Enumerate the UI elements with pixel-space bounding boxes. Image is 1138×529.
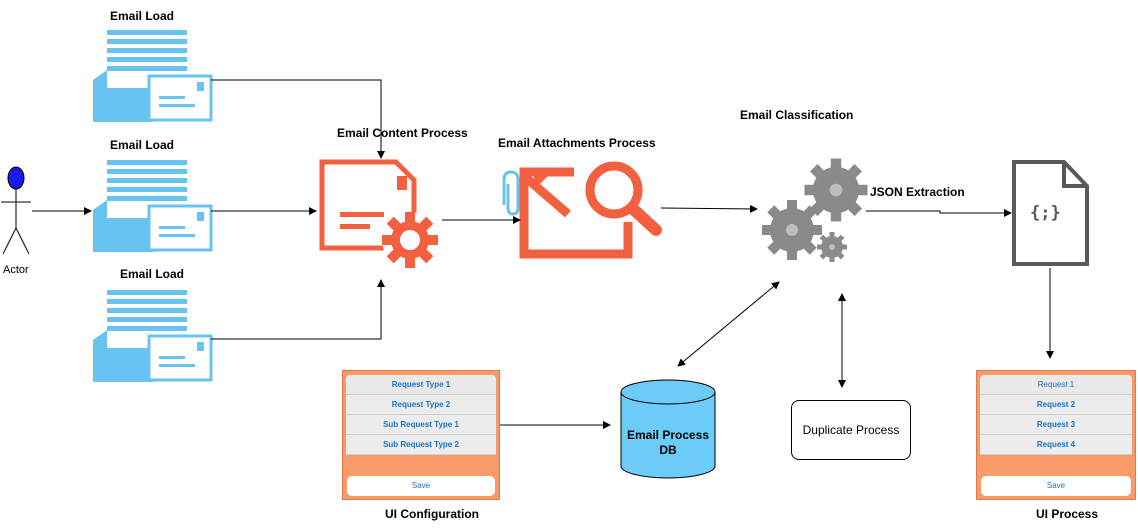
json-file-icon xyxy=(1012,160,1089,266)
ui-configuration-label: UI Configuration xyxy=(385,507,479,521)
paperclip-icon xyxy=(502,170,520,216)
email-classification-gears-icon xyxy=(762,158,868,262)
email-classification-label: Email Classification xyxy=(740,108,854,122)
email-load-icon xyxy=(91,158,213,254)
actor-label: Actor xyxy=(3,264,29,276)
list-item[interactable]: Request Type 1 xyxy=(346,375,496,395)
email-load-icon xyxy=(91,288,213,384)
list-item[interactable]: Request 1 xyxy=(980,375,1132,395)
list-item[interactable]: Request 4 xyxy=(980,435,1132,455)
ui-process-label: UI Process xyxy=(1036,507,1099,521)
email-load-label: Email Load xyxy=(110,138,175,152)
db-label-line2: DB xyxy=(659,443,677,457)
duplicate-process-box: Duplicate Process xyxy=(791,400,911,460)
db-label: Email Process DB xyxy=(620,428,716,458)
email-attachments-process-label: Email Attachments Process xyxy=(498,136,656,150)
duplicate-process-label: Duplicate Process xyxy=(802,423,900,437)
email-attachments-process-icon xyxy=(519,161,662,259)
list-item[interactable]: Request 2 xyxy=(980,395,1132,415)
db-label-line1: Email Process xyxy=(626,428,710,442)
email-content-process-label: Email Content Process xyxy=(337,126,468,140)
email-load-label: Email Load xyxy=(120,267,185,281)
list-item[interactable]: Sub Request Type 1 xyxy=(346,415,496,435)
email-content-process-icon xyxy=(319,159,438,268)
json-extraction-label: JSON Extraction xyxy=(870,185,965,199)
list-item[interactable]: Request Type 2 xyxy=(346,395,496,415)
list-item[interactable]: Request 3 xyxy=(980,415,1132,435)
ui-process-panel: Request 1 Request 2 Request 3 Request 4 … xyxy=(976,370,1136,500)
ui-configuration-panel: Request Type 1 Request Type 2 Sub Reques… xyxy=(342,370,500,500)
actor-figure xyxy=(1,166,31,255)
save-button[interactable]: Save xyxy=(981,476,1131,496)
list-item[interactable]: Sub Request Type 2 xyxy=(346,435,496,455)
email-load-label: Email Load xyxy=(110,9,175,23)
connectors xyxy=(32,79,1054,429)
email-process-db-icon xyxy=(620,379,716,479)
save-button[interactable]: Save xyxy=(347,476,495,496)
email-load-icon xyxy=(91,28,213,124)
json-glyph: {;} xyxy=(1030,203,1061,223)
